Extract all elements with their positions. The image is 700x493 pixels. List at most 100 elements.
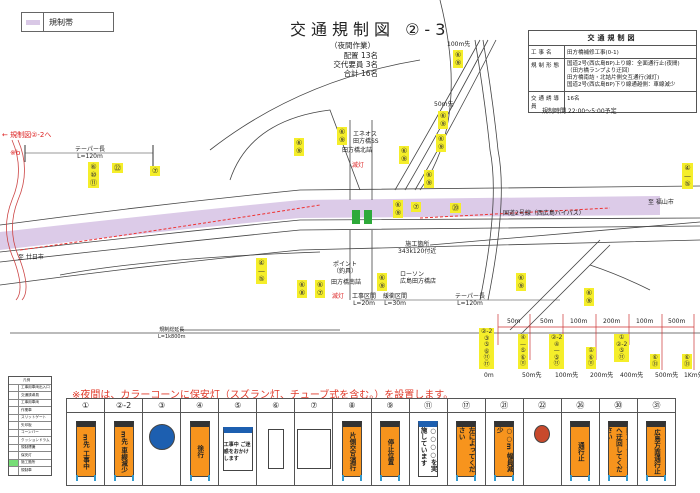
legend-label: 規制帯 [49,17,73,27]
sign-number: ㉒ [523,399,561,413]
legend-item: 矢印板 [21,422,32,427]
work-site-marker [352,210,360,224]
legend-item: クッションドラム [21,437,50,442]
sign-stack: ⑥ ㉛ [650,354,661,369]
sign-column: ⑪ ○○○○を実施しています [409,399,448,485]
sign-stack: ⑥ ㉛ [682,354,693,369]
sign-board [267,429,284,469]
legend-item: 規制標識 [21,445,36,450]
sign-stack: ⑥ ⑨ [424,170,435,188]
sign-stack: ④ — ⑤ [682,163,693,189]
sign-column: ㉒ [523,399,562,485]
scale-point-label: 0m [484,372,494,379]
sign-text: 停止位置 [386,438,395,465]
legend-item: 交通誘導員 [21,392,39,397]
legend-item: 規制車 [21,468,32,473]
staff-relief: 交代要員 3名 [333,60,378,69]
scale-point-label: 500m先 [655,372,679,379]
info-value: 国道2号(西広島BP)上り線：全面通行止(夜間) （田方橋ランプより迂回） 田方… [567,61,680,88]
south-end-label: 田方橋南詰 [331,279,362,286]
sign-number: ②-2 [105,399,143,413]
sign-board [534,425,551,443]
distance-100m: 100m先 [447,41,471,48]
sign-board: 片側交互通行 [341,421,362,477]
sign-text: m先 車線減少 [119,430,128,473]
sign-stack: ① ②-2 ⑤ ⑪ [614,334,630,362]
sign-text: 徐行 [195,445,204,458]
scale-segment: 500m [668,318,686,325]
info-key: 交通誘導員 [529,92,565,112]
regulation-band [0,196,660,250]
sign-stack: ⑥ ⑦ [315,280,326,298]
sign-stack: ⑥ ⑨ [584,288,595,306]
sign-stack: ②-2 ④ — ⑤ ⑪ [549,334,565,369]
sign-board: 左によってください [456,421,477,477]
night-note: ※夜間は、カラーコーンに保安灯（スズラン灯、チューブ式を含む。）を設置します。 [72,390,454,401]
page-title: 交通規制図 ②-3 [290,20,451,39]
break-line [12,139,27,301]
sign-stack: ⑥ ⑨ [393,200,404,218]
sign-stack: ① ⑥ ⑪ [586,347,597,369]
sign-number: ⑪ [409,399,447,413]
sign-text: ○○○○を実施しています [419,427,438,472]
route-label: 国道2号線（西広島バイパス） [503,210,585,217]
scale-point-label: 1Km先 [684,372,700,379]
link-to-previous-map[interactable]: ← 規制図②-2へ [2,131,52,139]
sign-text: m先 工事中 [81,433,90,470]
sign-stack: ⑥ ⑩ ⑪ [88,162,99,188]
scale-segment: 100m [570,318,588,325]
sign-stack: ⑥ ⑨ [399,146,410,164]
sign-board [148,424,175,450]
sign-column: ⑥ [257,399,296,485]
distance-scale [497,314,695,370]
sign-board: 徐行 [189,421,210,477]
legend-item: 作業車 [21,407,32,412]
scale-point-label: 50m先 [522,372,542,379]
distance-50m: 50m先 [434,101,454,108]
sign-stack: ⑥ ⑨ [377,273,388,291]
regulation-time: 規制時間 22:00～5:00予定 [542,108,617,115]
point-label: ポイント （釣具） [333,261,358,275]
lawson-label: ローソン 広島田方橋店 [400,271,437,285]
sign-number: ⑥ [257,399,295,413]
legend-item: コーンバー [21,430,39,435]
legend-item: 工事用車両出入口 [21,385,50,390]
sign-board: ○○○○を実施しています [418,421,439,477]
work-type: （夜間作業） [330,41,375,50]
scale-segment: 200m [603,318,621,325]
info-value: 16名 [567,96,580,102]
buffer-zone-length: 緩衝区間 L=30m [383,293,408,307]
sign-board: m先 工事中 [75,421,96,477]
sign-legs [608,475,629,481]
sign-column: ②-2 m先 車線減少 [105,399,144,485]
dim-light-south: 滅灯 [332,293,345,300]
sign-number: ⑤ [219,399,257,413]
sign-legs [380,475,401,481]
legend-item: スリットゲート [21,415,47,420]
sign-stack: ⑥ ⑨ [294,138,305,156]
sign-stack: ⑥ ⑨ [436,134,447,152]
sign-stack: ⑥ ⑨ [337,127,348,145]
sign-legs [456,475,477,481]
taper-length-left: テーパー長 L=120m [75,146,105,160]
sign-text: 田方オダランプへ迂回してください [608,427,629,473]
eneos-label: エネオス 田方橋SS [353,131,379,145]
info-value: 田方橋補修工事(0-1) [567,50,619,56]
info-key: 工事名 [529,46,565,58]
legend: 凡例 工事用車両出入口 交通誘導員 工事用車両 作業車 スリットゲート 矢印板 … [8,376,52,476]
sign-text: ○○m 幅員減少 [495,427,514,472]
info-key: 規制形態 [529,59,565,91]
scale-point-label: 400m先 [620,372,644,379]
sign-board: 田方オダランプへ迂回してください [608,421,629,477]
staff-placed: 配置 13名 [343,51,378,60]
legend-item: 工事用車両 [21,400,39,405]
legend-item: 保安灯 [21,452,32,457]
sign-stack: ⑥ ⑧ [297,280,308,298]
taper-length-right: テーパー長 L=120m [455,293,485,307]
legend-regulation-band: 規制帯 [21,12,114,32]
north-end-label: 田方橋北詰 [342,147,373,154]
sign-legs [570,475,591,481]
